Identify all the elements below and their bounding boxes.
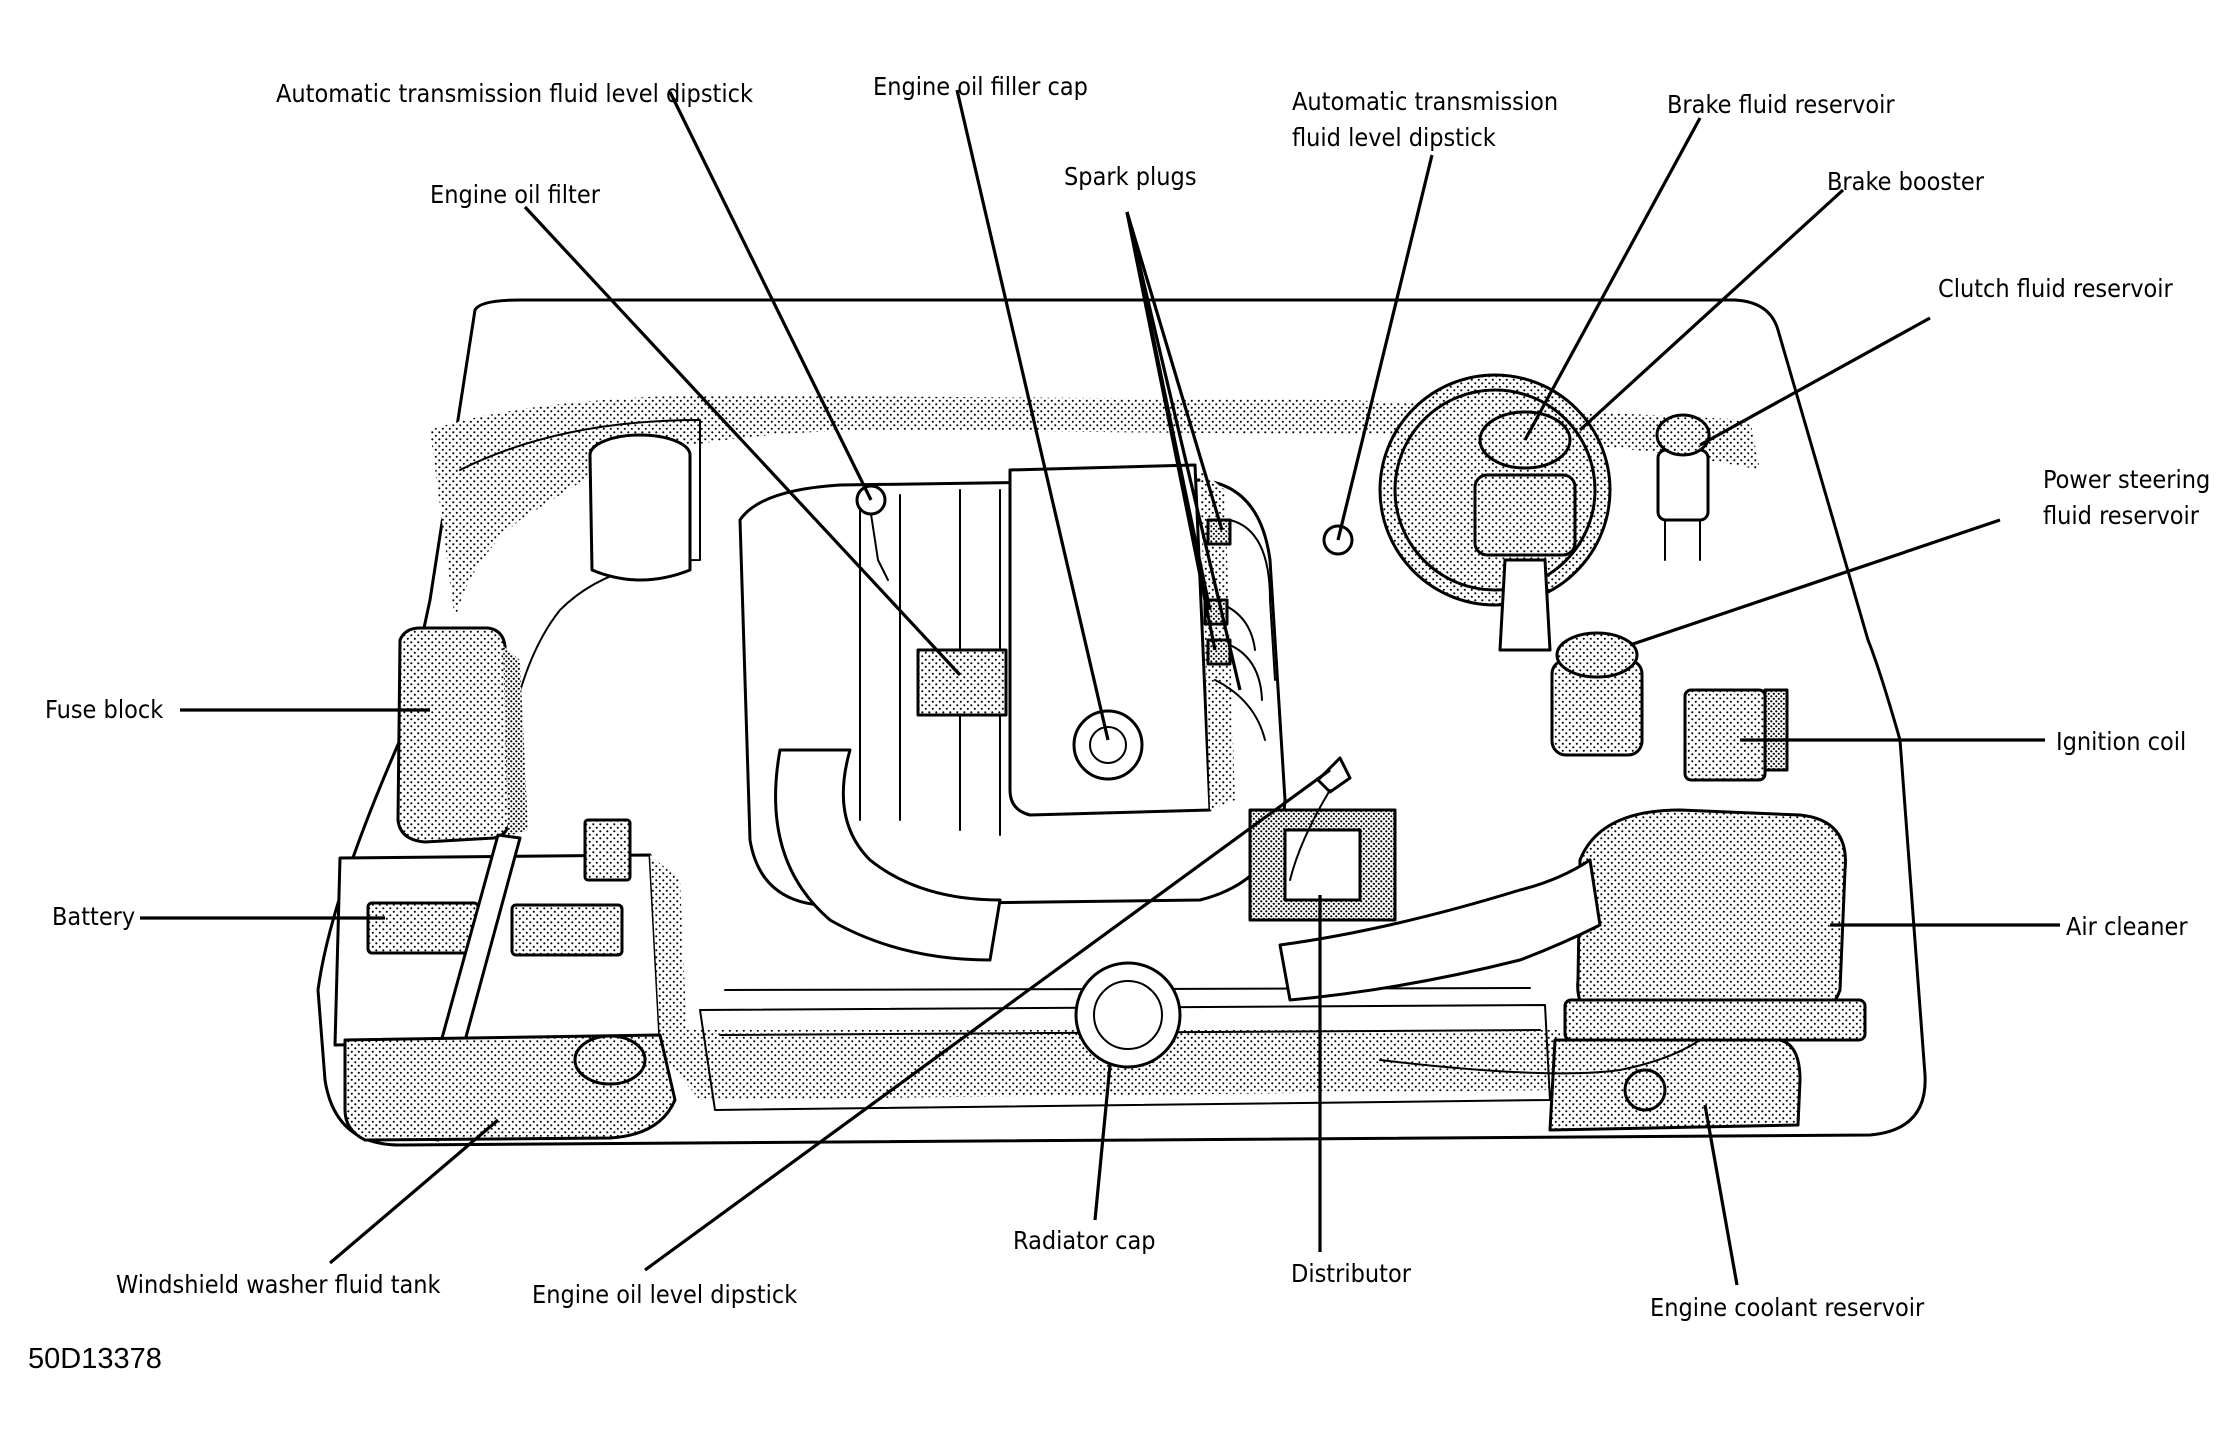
label-engine-coolant-reservoir: Engine coolant reservoir [1650,1293,1925,1322]
label-atf-dipstick-right-line1: Automatic transmission [1292,87,1558,116]
engine-bay-drawing [316,298,1927,1147]
leader-engine-coolant-reservoir [1703,1104,1739,1286]
washer-fluid-cap [573,1034,647,1086]
leader-brake-fluid-reservoir [1523,117,1702,441]
label-radiator-cap: Radiator cap [1013,1226,1156,1255]
engine-oil-dipstick-tube [1289,789,1331,881]
leader-clutch-fluid-reservoir [1699,316,1931,447]
bay-floor-shading [640,1030,1560,1100]
leader-lines [140,89,2060,1286]
clutch-master-cylinder [1664,519,1701,561]
leader-engine-oil-filler-cap [955,89,1110,741]
intake-manifold [859,489,1001,836]
air-cleaner-housing [1576,808,1847,1022]
label-atf-dipstick-left: Automatic transmission fluid level dipst… [276,79,753,108]
spark-plug-boot-3 [1206,638,1232,666]
engine-coolant-reservoir [1548,1038,1802,1132]
air-cleaner-duct [1278,858,1602,1002]
distributor-cap [1283,828,1362,902]
engine-oil-filler-cap-center [1089,726,1127,764]
air-cleaner-lower-box [1563,998,1867,1042]
label-atf-dipstick-right-line2: fluid level dipstick [1292,123,1496,152]
coolant-reservoir-cap [1623,1068,1667,1112]
atf-dipstick-tube-left [870,513,889,581]
label-engine-oil-filler-cap: Engine oil filler cap [873,72,1088,101]
leader-engine-oil-filter [523,205,962,677]
label-ignition-coil: Ignition coil [2056,727,2186,756]
label-engine-oil-level-dipstick: Engine oil level dipstick [532,1280,797,1309]
battery-terminal-right [510,903,624,957]
radiator-cap-inner [1093,980,1163,1050]
fuse-block [396,626,512,844]
label-clutch-fluid-reservoir: Clutch fluid reservoir [1938,274,2174,303]
master-cylinder [1498,558,1552,652]
engine-oil-filler-cap [1072,709,1144,781]
label-battery: Battery [52,902,135,931]
ignition-coil-body [1683,688,1767,782]
leader-engine-oil-level-dipstick [644,768,1331,1272]
leader-radiator-cap [1093,1064,1112,1221]
brake-fluid-reservoir-body [1473,473,1577,557]
label-windshield-washer-fluid-tank: Windshield washer fluid tank [116,1270,441,1299]
leader-spark-plug-1 [1125,211,1224,531]
label-engine-oil-filter: Engine oil filter [430,180,601,209]
engine-oil-dipstick-handle [1316,756,1352,794]
leader-atf-dipstick-right [1336,154,1434,541]
brake-booster-rim [1393,388,1597,592]
label-fuse-block: Fuse block [45,695,163,724]
intake-hose [774,748,1002,962]
ignition-coil-bracket [1763,688,1789,772]
spark-plug-wires [1209,519,1276,741]
bay-inner-wall-shading [430,395,1760,620]
label-power-steering-line2: fluid reservoir [2043,501,2200,530]
battery-post [583,818,632,882]
radiator-support [699,1004,1551,1111]
leader-windshield-washer-tank [328,1118,500,1265]
rocker-cover [1008,463,1212,817]
engine-oil-filter [916,648,1008,717]
coolant-hose [1379,1039,1701,1075]
battery-terminal-left [366,901,480,955]
battery-side-shading [650,855,688,1060]
leader-spark-plug-4 [1125,211,1242,691]
radiator-cap [1074,961,1182,1069]
label-air-cleaner: Air cleaner [2066,912,2188,941]
label-brake-booster: Brake booster [1827,167,1985,196]
clutch-fluid-reservoir-body [1656,448,1710,522]
leader-spark-plug-3 [1125,211,1217,651]
label-spark-plugs: Spark plugs [1064,162,1197,191]
figure-code: 50D13378 [28,1343,162,1375]
fuse-block-side [503,646,528,836]
leader-brake-booster [1578,188,1845,432]
callout-labels: Automatic transmission fluid level dipst… [28,72,2210,1375]
label-brake-fluid-reservoir: Brake fluid reservoir [1667,90,1895,119]
washer-bottle-body [588,454,692,582]
label-power-steering-line1: Power steering [2043,465,2210,494]
leader-power-steering [1629,518,2001,647]
clutch-fluid-reservoir-cap [1655,413,1711,457]
label-distributor: Distributor [1291,1259,1412,1288]
power-steering-reservoir-cap [1555,631,1639,679]
leader-atf-dipstick-left [668,91,873,501]
